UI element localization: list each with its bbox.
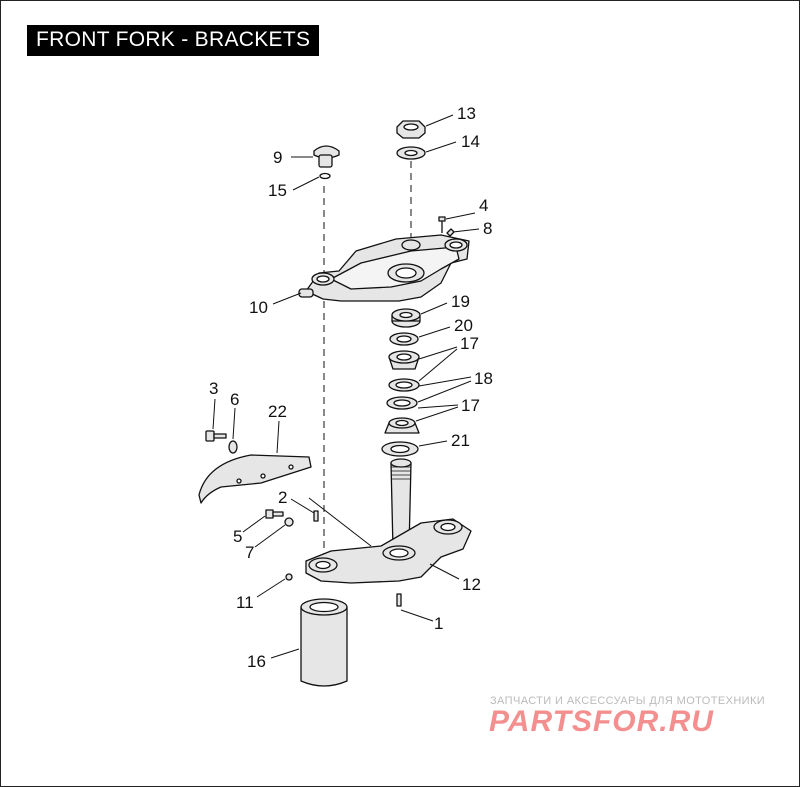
callout-21: 21 [451,431,470,450]
part-18-race-lower [386,396,418,410]
part-12-lower-bracket [305,458,472,584]
part-7-washer [284,517,294,527]
part-11-plug [285,573,293,581]
diagram-title: FRONT FORK - BRACKETS [27,25,320,56]
leader-3 [212,398,216,430]
part-9-cap [313,145,340,168]
part-4-screw [438,216,446,233]
part-5-screw [265,509,284,519]
callout-12: 12 [462,575,481,594]
leader-7 [254,524,286,548]
part-19-locknut [391,308,421,328]
callout-8: 8 [483,219,492,238]
leader-15 [292,176,320,191]
callout-3: 3 [209,379,218,398]
part-22-guard [198,454,312,504]
callout-2: 2 [278,488,287,507]
part-15-o-ring [319,172,331,180]
part-6-washer [228,440,238,454]
callout-18: 18 [474,369,493,388]
leader-14 [425,141,457,153]
leader-13 [425,114,454,127]
leader-2 [290,498,315,514]
part-13-nut [396,120,426,139]
callout-6: 6 [230,390,239,409]
leader-16 [270,648,300,659]
leader-guard-link [308,497,372,547]
callout-11: 11 [236,593,254,612]
callout-16: 16 [247,652,266,671]
callout-4: 4 [479,196,488,215]
leader-8 [452,228,480,233]
callout-20: 20 [454,316,473,335]
callout-labels: 13 14 9 15 4 8 10 19 20 17 18 17 21 3 6 … [209,104,493,671]
callout-10: 10 [249,298,268,317]
callout-5: 5 [233,527,242,546]
leader-5 [242,515,266,533]
part-20-seal [389,332,419,346]
leader-1 [400,609,434,622]
callout-13: 13 [457,104,476,123]
part-16-tube-cover [300,598,348,687]
part-1-pin [396,593,402,607]
callout-7: 7 [245,543,254,562]
leader-17c [417,404,459,409]
part-8-pin [446,228,455,237]
leader-18a [418,376,472,387]
watermark-logo: PARTSFOR.RU [489,705,714,738]
part-3-screw [205,430,227,442]
leader-11 [256,578,286,598]
part-14-washer [396,146,426,160]
leader-6 [232,407,236,440]
part-2-screw [313,510,319,522]
callout-14: 14 [461,132,480,151]
leader-19 [420,302,448,315]
callout-19: 19 [451,292,470,311]
part-17-bearing-upper [388,350,420,370]
part-17-bearing-lower [384,417,420,434]
leader-20 [418,326,451,338]
part-10-upper-bracket [298,234,470,302]
leader-12 [429,563,460,580]
callout-15: 15 [268,181,287,200]
part-18-race-upper [388,378,420,392]
leader-4 [445,212,476,220]
callout-22: 22 [268,402,287,421]
callout-17-lower: 17 [461,396,480,415]
leader-10 [272,292,302,305]
leader-17b [418,348,458,382]
callout-1: 1 [434,614,443,633]
callout-9: 9 [273,148,282,167]
callout-17-upper: 17 [460,334,479,353]
leader-17d [415,406,459,422]
watermark-tagline: ЗАПЧАСТИ И АКСЕССУАРЫ ДЛЯ МОТОТЕХНИКИ [490,695,766,707]
leader-18b [417,380,472,403]
leader-17a [418,346,458,360]
part-21-dust-shield [381,441,419,457]
leader-21 [418,440,448,447]
leader-22 [276,420,280,454]
